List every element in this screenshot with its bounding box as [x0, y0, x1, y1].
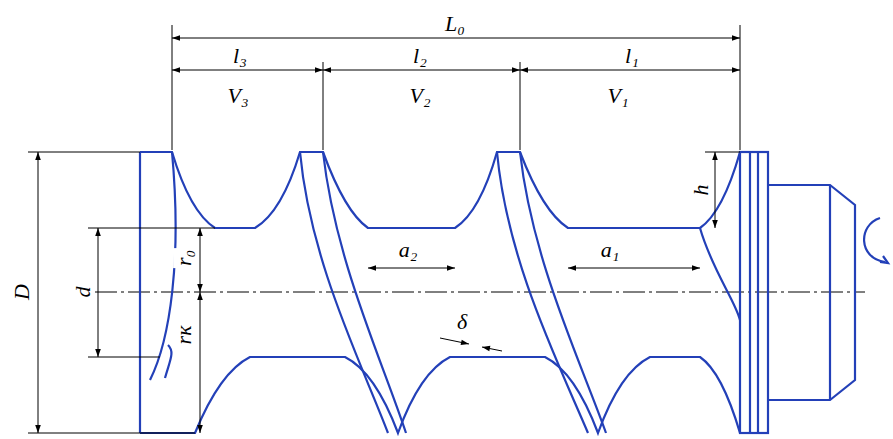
dimension-label: V₁ [605, 85, 630, 107]
dimension-label: δ [455, 311, 469, 333]
dimension-label: r₀ [173, 248, 195, 268]
dimension-label: V₃ [225, 85, 250, 107]
dimension-label: a₂ [397, 239, 420, 261]
dimension-label: l₃ [231, 45, 249, 67]
dimension-label: d [71, 285, 93, 300]
dimension-label: L₀ [443, 13, 467, 35]
dimension-label: a₁ [599, 239, 622, 261]
screw-outline [140, 152, 888, 433]
dimension-label: V₂ [407, 85, 432, 107]
dimension-label: l₂ [411, 45, 429, 67]
dimension-lines [28, 25, 740, 433]
dimension-label: rк [173, 324, 195, 347]
dimension-label: h [689, 183, 711, 198]
dimension-label: l₁ [623, 45, 641, 67]
dimension-label: D [11, 282, 33, 302]
